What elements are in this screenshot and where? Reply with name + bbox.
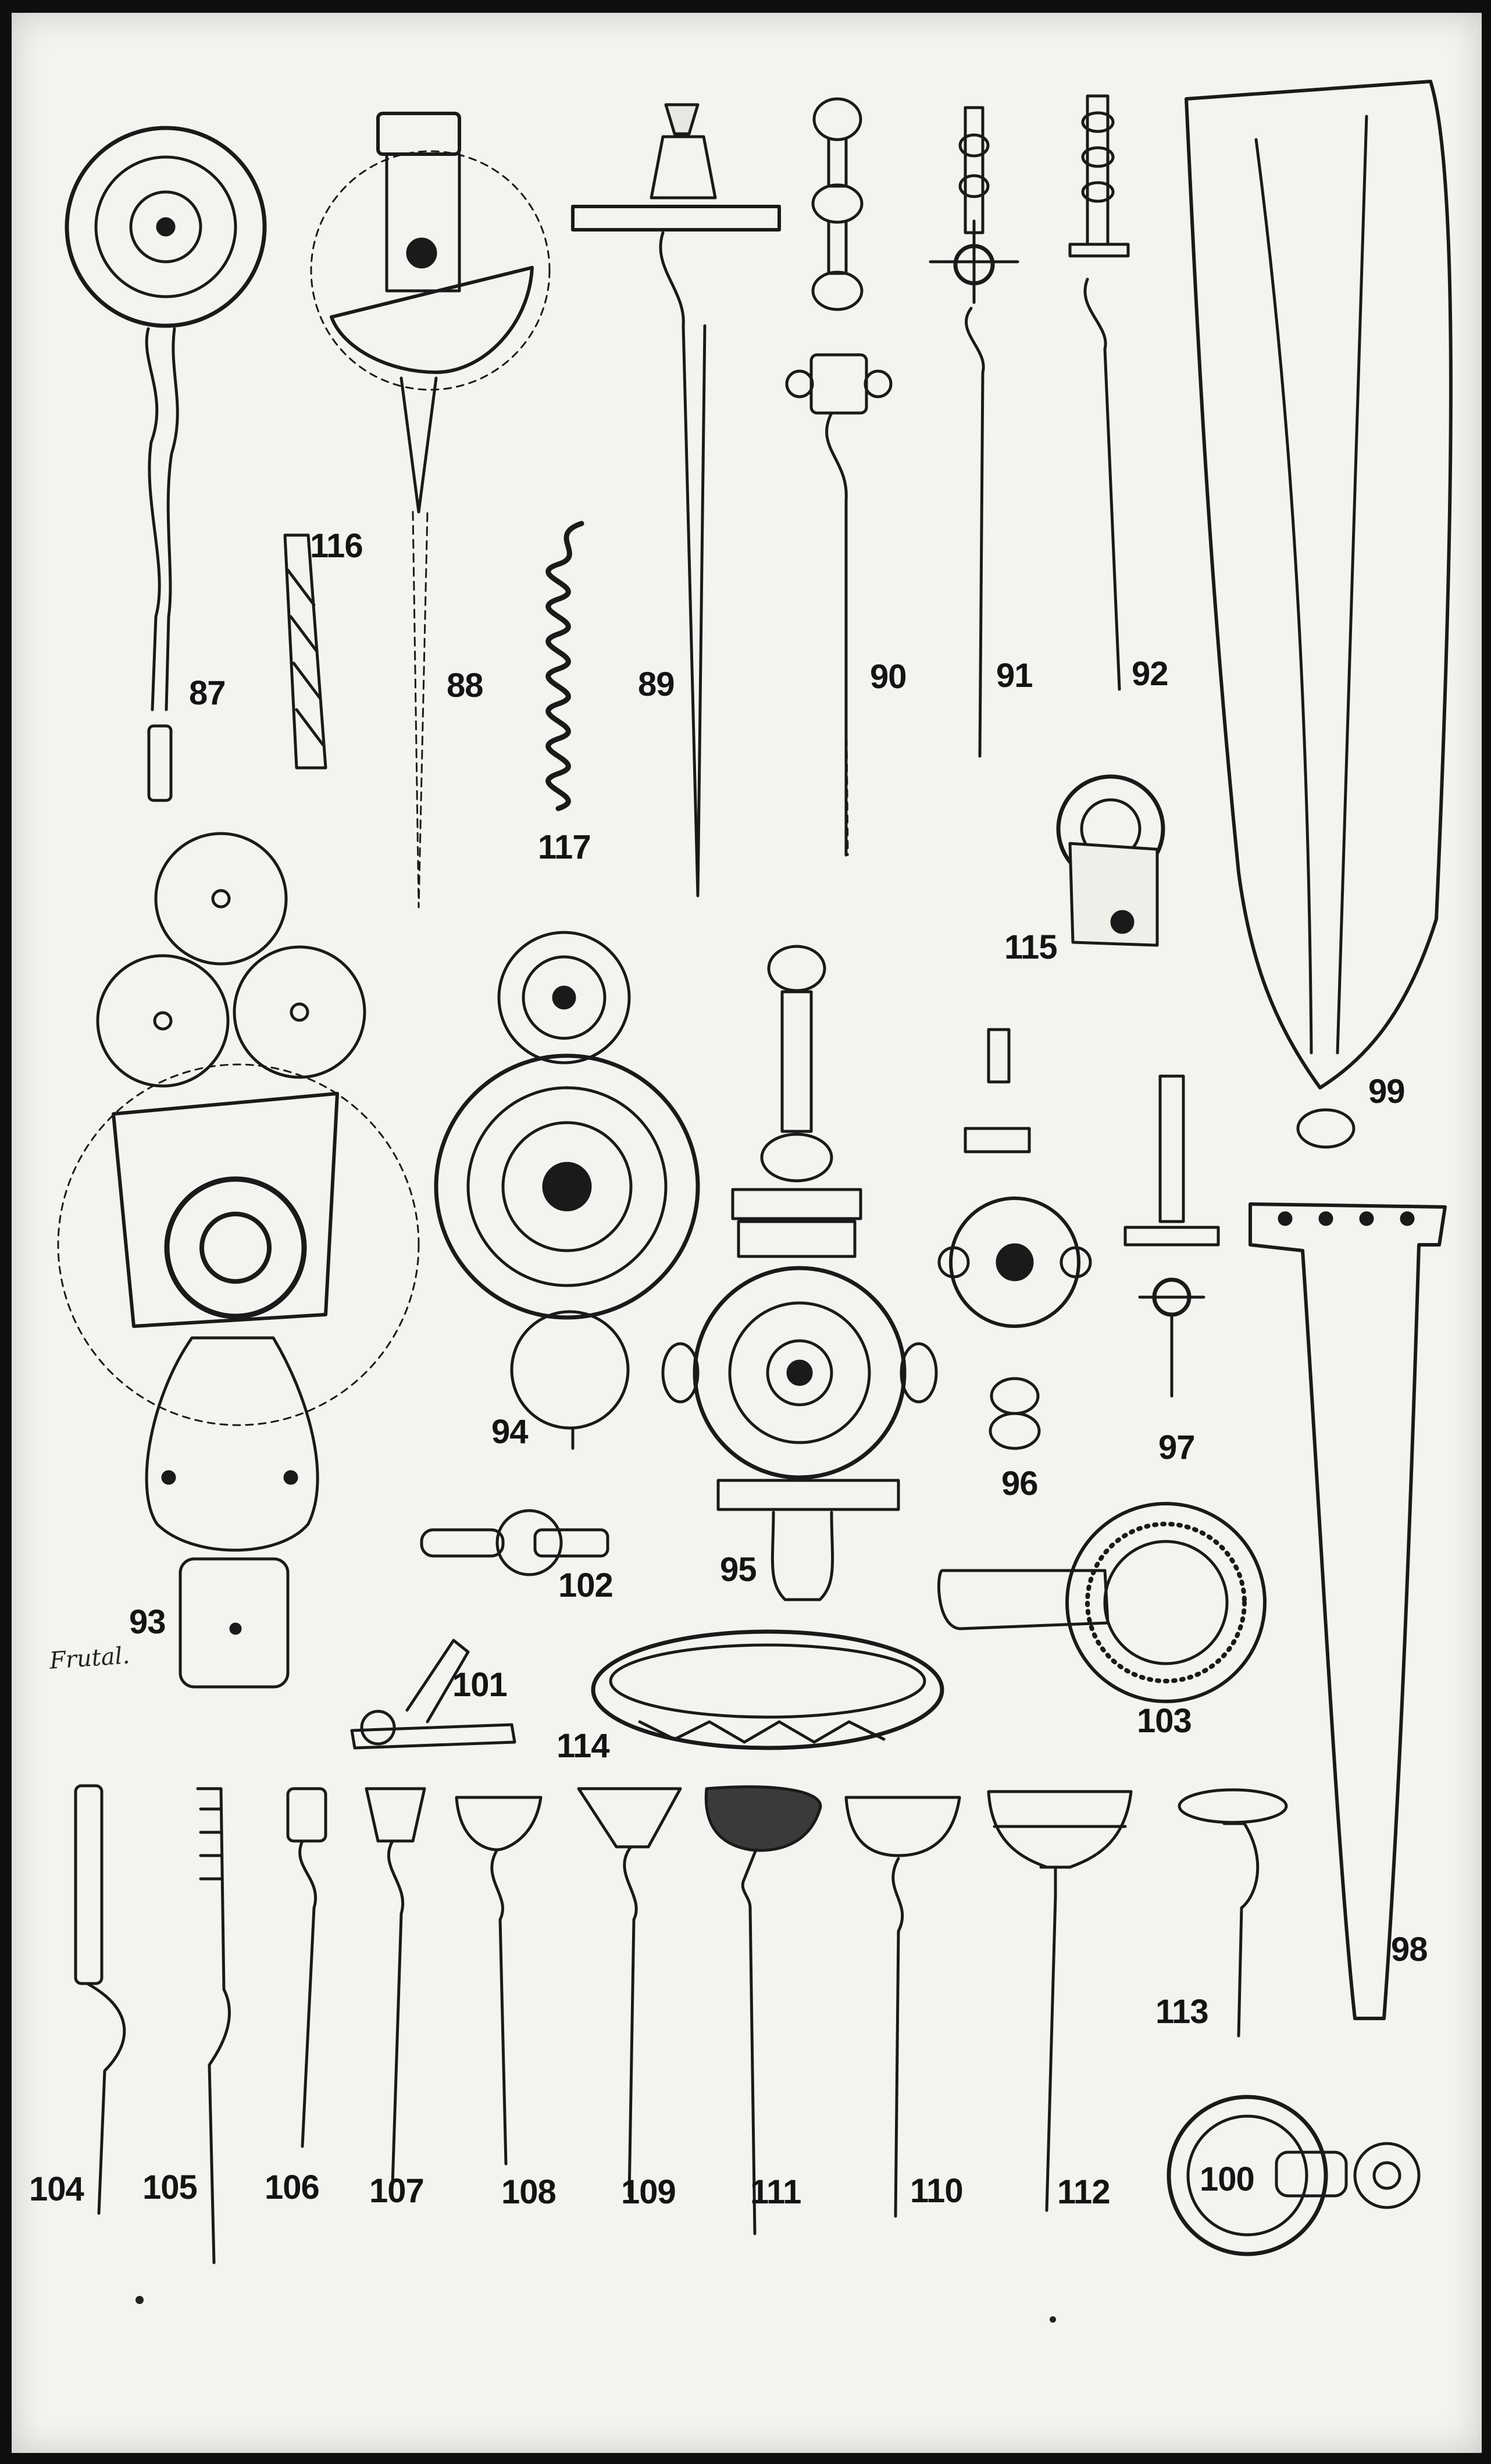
figure-label-109: 109: [621, 2173, 676, 2211]
figure-label-112: 112: [1057, 2173, 1111, 2211]
artifact-94-disc-brooch: [434, 931, 700, 1450]
artifact-90-knobbed-pin: [785, 97, 893, 857]
figure-label-95: 95: [720, 1551, 757, 1589]
artifact-110-pin: [844, 1796, 961, 2218]
figure-label-111: 111: [750, 2173, 801, 2211]
figure-label-96: 96: [1001, 1465, 1039, 1502]
artifact-87-disc-pin: [65, 126, 267, 802]
figure-label-97: 97: [1158, 1429, 1196, 1466]
figure-label-104: 104: [29, 2170, 84, 2208]
artifact-107-pin: [365, 1787, 426, 2186]
figure-label-116: 116: [310, 527, 363, 565]
figure-label-99: 99: [1368, 1073, 1406, 1110]
artifact-102-clasp: [420, 1509, 609, 1576]
artifact-100-ring: [1167, 2095, 1421, 2256]
figure-label-90: 90: [870, 658, 907, 696]
artifact-106-pin: [286, 1787, 327, 2148]
artist-signature: Frutal.: [48, 1642, 131, 1675]
figure-label-92: 92: [1132, 655, 1169, 693]
figure-label-101: 101: [452, 1666, 508, 1704]
artifact-92-knob-pin: [1068, 94, 1130, 691]
artifact-101-clasp: [350, 1639, 516, 1750]
artifact-93-disc-brooch: [57, 832, 420, 1689]
figure-label-100: 100: [1200, 2160, 1255, 2198]
figure-label-114: 114: [557, 1727, 610, 1765]
figure-label-110: 110: [910, 2172, 964, 2210]
figure-label-88: 88: [447, 667, 484, 704]
artifact-109-pin: [577, 1787, 682, 2198]
artifact-111-pin: [704, 1785, 822, 2235]
artifact-104-pin: [74, 1784, 126, 2215]
artifact-105-pin: [196, 1787, 231, 2264]
figure-label-87: 87: [189, 674, 226, 712]
speck-dot: [1050, 2316, 1056, 2323]
artifact-95-large-disc-pin: [661, 945, 938, 1601]
artifact-88-crescent-pin: [310, 112, 551, 909]
figure-label-113: 113: [1155, 1993, 1209, 2031]
figure-label-103: 103: [1137, 1702, 1192, 1740]
figure-label-102: 102: [558, 1566, 613, 1604]
figure-label-106: 106: [265, 2169, 320, 2206]
figure-label-98: 98: [1391, 1931, 1428, 1968]
artifact-97-cross-pin: [1123, 1074, 1220, 1398]
artifact-115-ring: [1056, 774, 1165, 947]
figure-label-107: 107: [369, 2172, 425, 2210]
figure-label-93: 93: [129, 1603, 166, 1641]
artifact-108-pin: [455, 1796, 543, 2166]
speck-dot: [135, 2296, 144, 2304]
artifact-116-twisted-rod: [283, 533, 327, 770]
artifact-117-spring: [545, 521, 584, 811]
artifact-91-cross-pin: [929, 106, 1019, 758]
illustration-plate: [12, 13, 1482, 2453]
artifact-89-long-pin: [571, 103, 781, 898]
artifact-99-blade: [1185, 80, 1453, 1149]
artifact-103-ring: [937, 1502, 1267, 1703]
figure-label-105: 105: [142, 2169, 198, 2206]
figure-label-91: 91: [996, 657, 1033, 695]
figure-label-108: 108: [501, 2173, 557, 2211]
figure-label-94: 94: [491, 1413, 529, 1451]
artifact-113-pin: [1178, 1788, 1288, 2038]
artifact-96-ornate-pin: [937, 1028, 1092, 1450]
figure-label-115: 115: [1004, 928, 1058, 966]
artifact-114-bracelet: [591, 1629, 944, 1750]
figure-label-89: 89: [638, 665, 675, 703]
artifact-98-blade: [1249, 1202, 1447, 2020]
artifact-112-pin: [987, 1790, 1133, 2212]
figure-label-117: 117: [538, 828, 591, 866]
